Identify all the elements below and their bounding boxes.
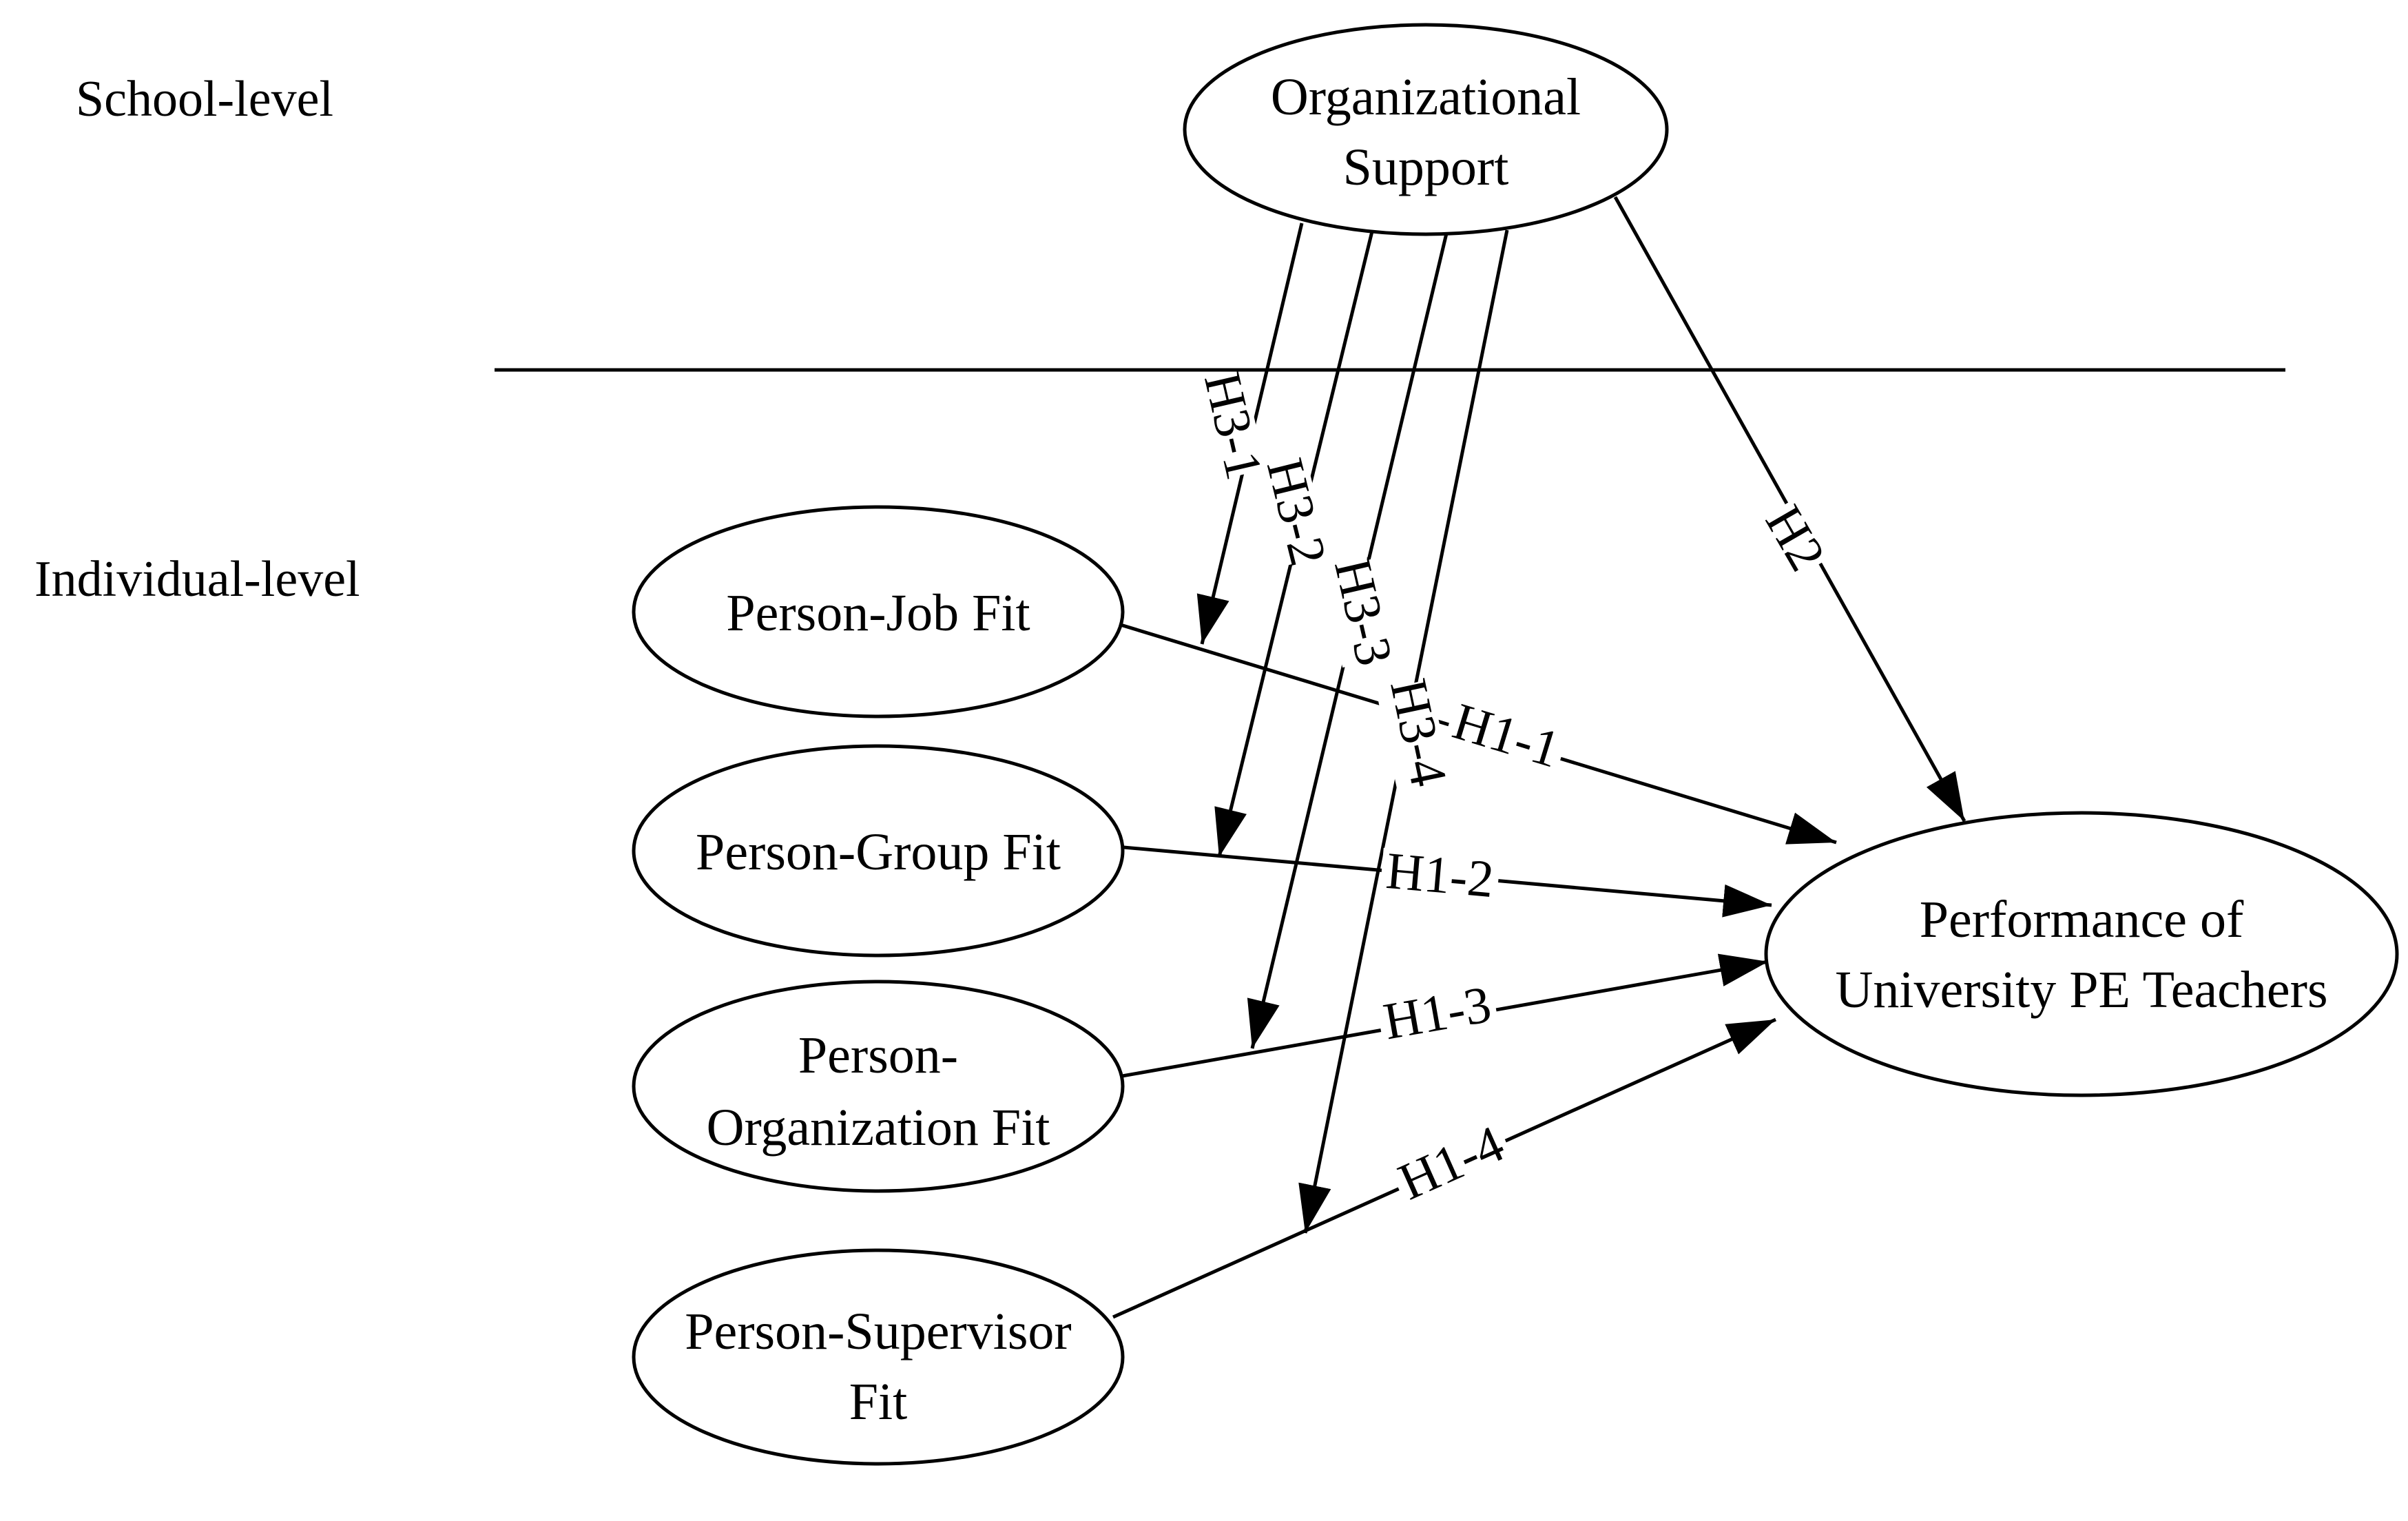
school-level-label: School-level <box>76 71 333 127</box>
edge-label-h3-4: H3-4 <box>1379 674 1458 791</box>
node-label-line: Person-Job Fit <box>726 584 1030 642</box>
node-label-line: University PE Teachers <box>1835 961 2327 1019</box>
node-label-line: Support <box>1343 138 1509 196</box>
node-person-supervisor-fit: Person-Supervisor Fit <box>632 1248 1125 1466</box>
edge-label-h1-3: H1-3 <box>1379 975 1495 1051</box>
node-person-organization-fit: Person- Organization Fit <box>632 980 1125 1193</box>
node-label-line: Organizational <box>1271 68 1581 126</box>
individual-level-label: Individual-level <box>34 551 360 608</box>
node-organizational-support: Organizational Support <box>1183 23 1669 236</box>
node-label-line: Organization Fit <box>707 1099 1050 1157</box>
node-label-line: Performance of <box>1920 891 2244 949</box>
node-label-line: Person-Group Fit <box>696 823 1061 881</box>
node-label-line: Person- <box>798 1026 958 1084</box>
node-label-line: Person-Supervisor <box>685 1303 1072 1360</box>
edge-label-h1-2: H1-2 <box>1384 842 1496 909</box>
node-label-line: Fit <box>849 1373 908 1431</box>
node-person-job-fit: Person-Job Fit <box>632 505 1125 718</box>
node-person-group-fit: Person-Group Fit <box>632 744 1125 958</box>
edge-label-h3-3: H3-3 <box>1323 553 1404 671</box>
node-performance: Performance of University PE Teachers <box>1764 811 2399 1097</box>
edge-label-h3-2: H3-2 <box>1256 453 1338 571</box>
